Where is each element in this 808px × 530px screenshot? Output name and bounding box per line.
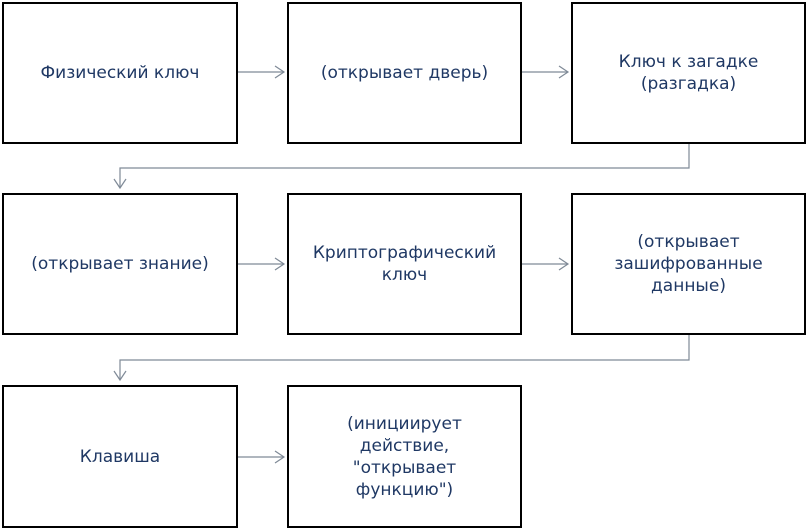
box-keyboard-key: Клавиша — [2, 385, 238, 528]
box-opens-door: (открывает дверь) — [287, 2, 522, 144]
arrow-row1-1 — [238, 65, 286, 79]
box-physical-key-label: Физический ключ — [40, 63, 200, 83]
box-crypto-key: Криптографический ключ — [287, 193, 522, 335]
box-keyboard-key-label: Клавиша — [79, 446, 161, 467]
arrow-row1-2 — [522, 65, 570, 79]
box-initiates-action: (инициирует действие, "открывает функцию… — [287, 385, 522, 528]
box-opens-encrypted-data: (открывает зашифрованные данные) — [571, 193, 806, 335]
box-riddle-key: Ключ к загадке (разгадка) — [571, 2, 806, 144]
arrow-row2-1 — [238, 257, 286, 271]
box-opens-knowledge-label: (открывает знание) — [31, 254, 209, 274]
box-initiates-action-label: (инициирует действие, "открывает функцию… — [347, 413, 462, 500]
arrow-row3-1 — [238, 450, 286, 464]
arrow-elbow-row2-to-row3 — [113, 335, 690, 382]
box-riddle-key-label: Ключ к загадке (разгадка) — [618, 52, 759, 94]
box-physical-key: Физический ключ — [2, 2, 238, 144]
box-opens-door-label: (открывает дверь) — [320, 63, 489, 83]
arrow-row2-2 — [522, 257, 570, 271]
box-opens-encrypted-data-label: (открывает зашифрованные данные) — [614, 232, 763, 296]
box-crypto-key-label: Криптографический ключ — [312, 243, 497, 285]
arrow-elbow-row1-to-row2 — [113, 144, 690, 190]
box-opens-knowledge: (открывает знание) — [2, 193, 238, 335]
